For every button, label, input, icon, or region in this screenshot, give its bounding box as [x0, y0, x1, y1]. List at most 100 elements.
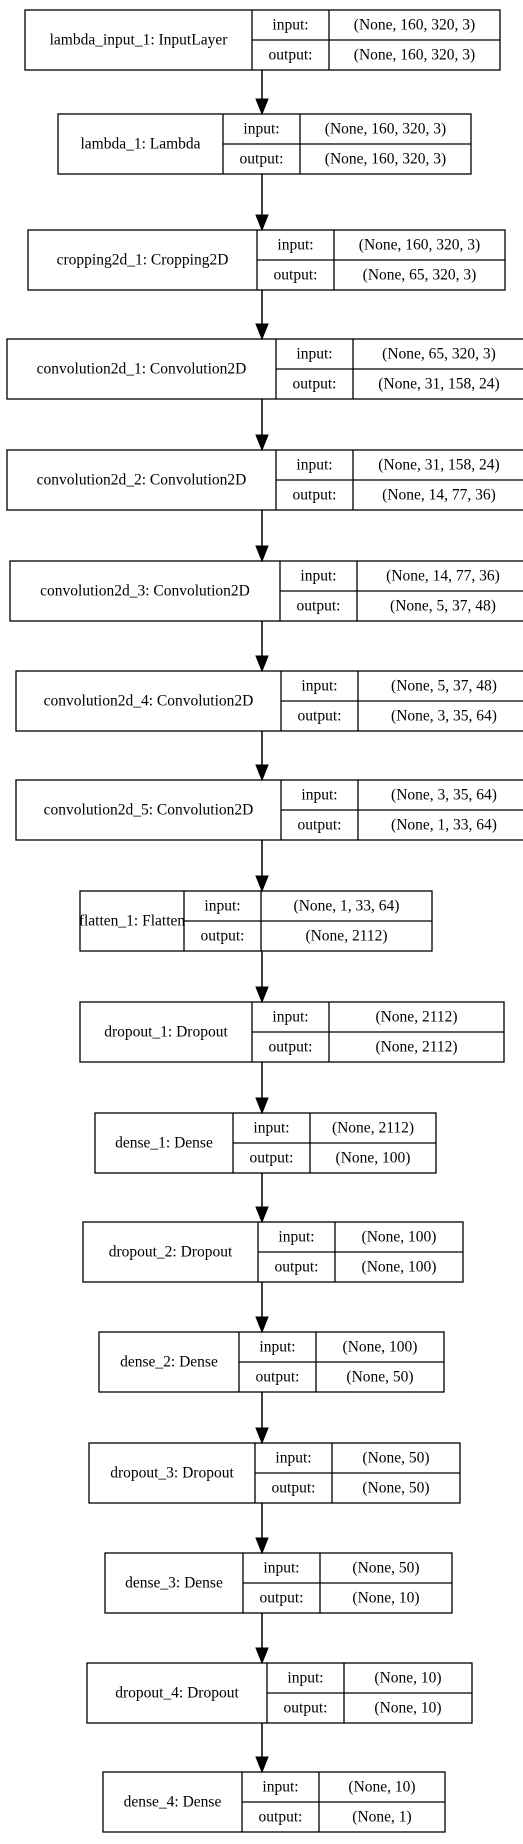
output-label: output: — [259, 1809, 303, 1826]
layer-node-lambda-input-1: lambda_input_1: InputLayerinput:output:(… — [24, 9, 501, 71]
layer-node-convolution2d-2: convolution2d_2: Convolution2D input: outp… — [6, 449, 523, 511]
arrowhead-icon — [255, 434, 269, 452]
output-label: output: — [250, 1150, 294, 1167]
input-label: input: — [263, 1560, 299, 1577]
arrowhead-icon — [255, 1537, 269, 1555]
arrowhead-icon — [255, 323, 269, 341]
output-label: output: — [256, 1369, 300, 1386]
arrowhead-icon — [255, 1427, 269, 1445]
output-label: output: — [293, 376, 337, 393]
output-shape: (None, 3, 35, 64) — [391, 708, 497, 725]
output-shape: (None, 50) — [362, 1480, 429, 1497]
layer-name: dense_1: Dense — [115, 1135, 213, 1152]
edge-arrow — [255, 951, 269, 1004]
output-shape: (None, 160, 320, 3) — [354, 47, 475, 64]
input-label: input: — [272, 1009, 308, 1026]
arrowhead-icon — [255, 1756, 269, 1774]
input-label: input: — [301, 678, 337, 695]
arrowhead-icon — [255, 545, 269, 563]
input-shape: (None, 31, 158, 24) — [378, 457, 499, 474]
arrowhead-icon — [255, 1316, 269, 1334]
edge-arrow — [255, 1062, 269, 1115]
layer-node-convolution2d-1: convolution2d_1: Convolution2Dinput:outp… — [6, 338, 523, 400]
layer-name: convolution2d_2: Convolution2D — [37, 472, 247, 489]
edge-arrow — [255, 1613, 269, 1665]
input-shape: (None, 160, 320, 3) — [325, 121, 446, 138]
output-label: output: — [293, 487, 337, 504]
edge-arrow — [255, 174, 269, 232]
output-shape: (None, 2112) — [305, 928, 387, 945]
output-label: output: — [272, 1480, 316, 1497]
output-shape: (None, 2112) — [375, 1039, 457, 1056]
input-label: input: — [262, 1779, 298, 1796]
layer-name: flatten_1: Flatten — [79, 913, 186, 930]
output-label: output: — [240, 151, 284, 168]
layer-name: convolution2d_5: Convolution2D — [44, 802, 254, 819]
output-shape: (None, 1, 33, 64) — [391, 817, 497, 834]
input-shape: (None, 100) — [343, 1339, 418, 1356]
input-shape: (None, 2112) — [332, 1120, 414, 1137]
arrowhead-icon — [255, 98, 269, 116]
edge-arrow — [255, 1723, 269, 1774]
input-label: input: — [275, 1450, 311, 1467]
layer-name: convolution2d_4: Convolution2D — [44, 693, 254, 710]
edge-arrow — [255, 70, 269, 116]
output-label: output: — [269, 1039, 313, 1056]
output-shape: (None, 10) — [352, 1590, 419, 1607]
output-label: output: — [274, 267, 318, 284]
arrowhead-icon — [255, 986, 269, 1004]
output-shape: (None, 14, 77, 36) — [382, 487, 496, 504]
arrowhead-icon — [255, 214, 269, 232]
output-label: output: — [298, 817, 342, 834]
input-label: input: — [287, 1670, 323, 1687]
edge-arrow — [255, 731, 269, 782]
output-shape: (None, 65, 320, 3) — [363, 267, 477, 284]
edge-arrow — [255, 290, 269, 341]
edge-arrow — [255, 621, 269, 673]
arrowhead-icon — [255, 1206, 269, 1224]
output-label: output: — [297, 598, 341, 615]
input-shape: (None, 10) — [348, 1779, 415, 1796]
output-label: output: — [298, 708, 342, 725]
layer-name: dropout_4: Dropout — [115, 1685, 239, 1702]
edge-arrow — [255, 510, 269, 563]
layer-node-cropping2d-1: cropping2d_1: Cropping2Dinput:output:(No… — [27, 229, 506, 291]
input-shape: (None, 10) — [374, 1670, 441, 1687]
input-label: input: — [259, 1339, 295, 1356]
input-shape: (None, 1, 33, 64) — [294, 898, 400, 915]
input-shape: (None, 160, 320, 3) — [354, 17, 475, 34]
input-label: input: — [272, 17, 308, 34]
input-label: input: — [296, 457, 332, 474]
output-shape: (None, 160, 320, 3) — [325, 151, 446, 168]
arrowhead-icon — [255, 875, 269, 893]
output-label: output: — [260, 1590, 304, 1607]
input-label: input: — [253, 1120, 289, 1137]
input-shape: (None, 65, 320, 3) — [382, 346, 496, 363]
output-shape: (None, 1) — [352, 1809, 411, 1826]
input-shape: (None, 3, 35, 64) — [391, 787, 497, 804]
edge-arrow — [255, 1173, 269, 1224]
layer-node-convolution2d-4: convolution2d_4: Convolution2D input: outp… — [15, 670, 523, 732]
layer-node-dense-4: dense_4: Dense input: output: (None, 10) (No… — [102, 1771, 446, 1833]
output-label: output: — [275, 1259, 319, 1276]
layer-name: dense_3: Dense — [125, 1575, 223, 1592]
output-shape: (None, 31, 158, 24) — [378, 376, 499, 393]
edge-arrow — [255, 1392, 269, 1445]
input-shape: (None, 14, 77, 36) — [386, 568, 500, 585]
input-label: input: — [277, 237, 313, 254]
layer-name: dense_4: Dense — [124, 1794, 222, 1811]
layer-name: lambda_input_1: InputLayer — [50, 32, 229, 49]
edge-arrow — [255, 399, 269, 452]
input-shape: (None, 160, 320, 3) — [359, 237, 480, 254]
output-shape: (None, 5, 37, 48) — [390, 598, 496, 615]
input-label: input: — [301, 787, 337, 804]
